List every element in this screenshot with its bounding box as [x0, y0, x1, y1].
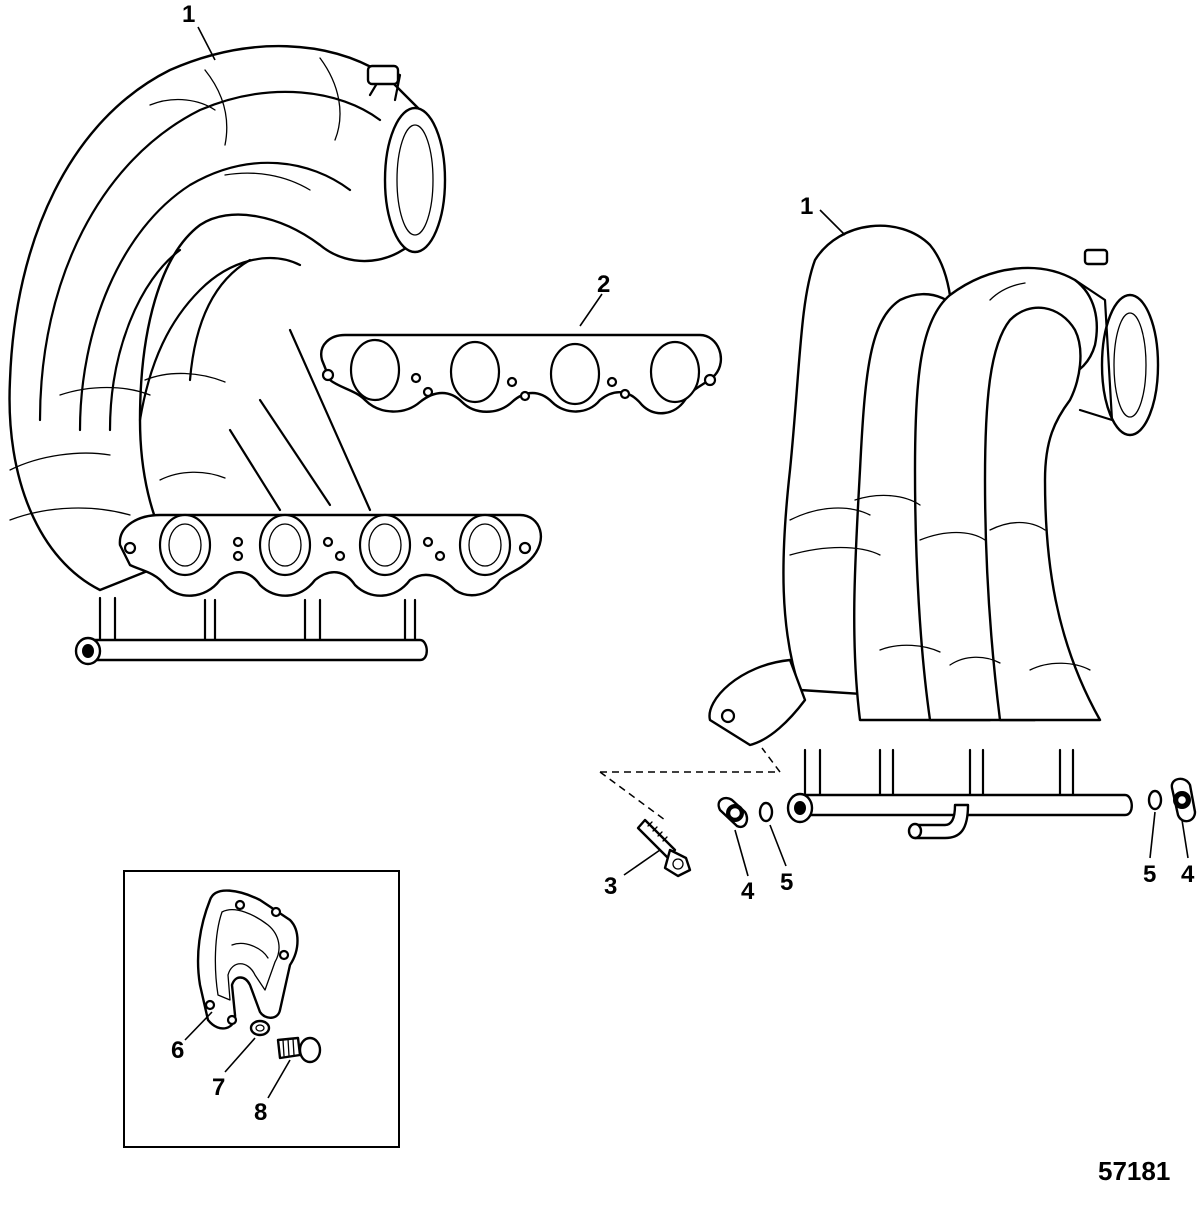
callout-1-right: 1 — [800, 193, 813, 220]
inset-detail-box — [123, 870, 400, 1148]
leader-1-right — [819, 209, 846, 236]
callout-3: 3 — [604, 873, 617, 900]
callout-4-right: 4 — [1181, 861, 1195, 888]
leader-3 — [623, 849, 661, 876]
leader-7 — [224, 1037, 256, 1073]
drain-plug-part-4-left — [717, 796, 749, 829]
leader-8 — [267, 1059, 291, 1099]
callout-5-left: 5 — [780, 869, 793, 896]
bolt-part-8 — [276, 1036, 322, 1064]
washer-part-7 — [249, 1019, 271, 1037]
leader-4-left — [734, 829, 749, 877]
exhaust-manifold-gasket — [320, 333, 723, 415]
drain-plug-part-4-right — [1170, 777, 1197, 823]
leader-1-left — [197, 26, 216, 61]
callout-1-left: 1 — [182, 1, 195, 28]
figure-number: 57181 — [1098, 1156, 1170, 1186]
left-exhaust-manifold — [8, 44, 542, 666]
callout-8: 8 — [254, 1099, 267, 1126]
right-exhaust-manifold — [708, 224, 1160, 840]
leader-2 — [579, 293, 603, 327]
leader-5-right — [1149, 811, 1156, 859]
callout-6: 6 — [171, 1037, 184, 1064]
washer-part-5-left — [758, 801, 774, 823]
callout-4-left: 4 — [741, 878, 755, 905]
callout-7: 7 — [212, 1074, 225, 1101]
bolt-part-3 — [636, 818, 692, 878]
bolt-alignment-dashline — [600, 747, 782, 773]
callout-5-right: 5 — [1143, 861, 1156, 888]
leader-6 — [184, 1011, 213, 1041]
washer-part-5-right — [1147, 789, 1163, 811]
callout-2: 2 — [597, 271, 610, 298]
leader-5-left — [769, 824, 787, 867]
leader-4-right — [1181, 819, 1189, 859]
gasket-plate-part-6 — [196, 889, 299, 1030]
